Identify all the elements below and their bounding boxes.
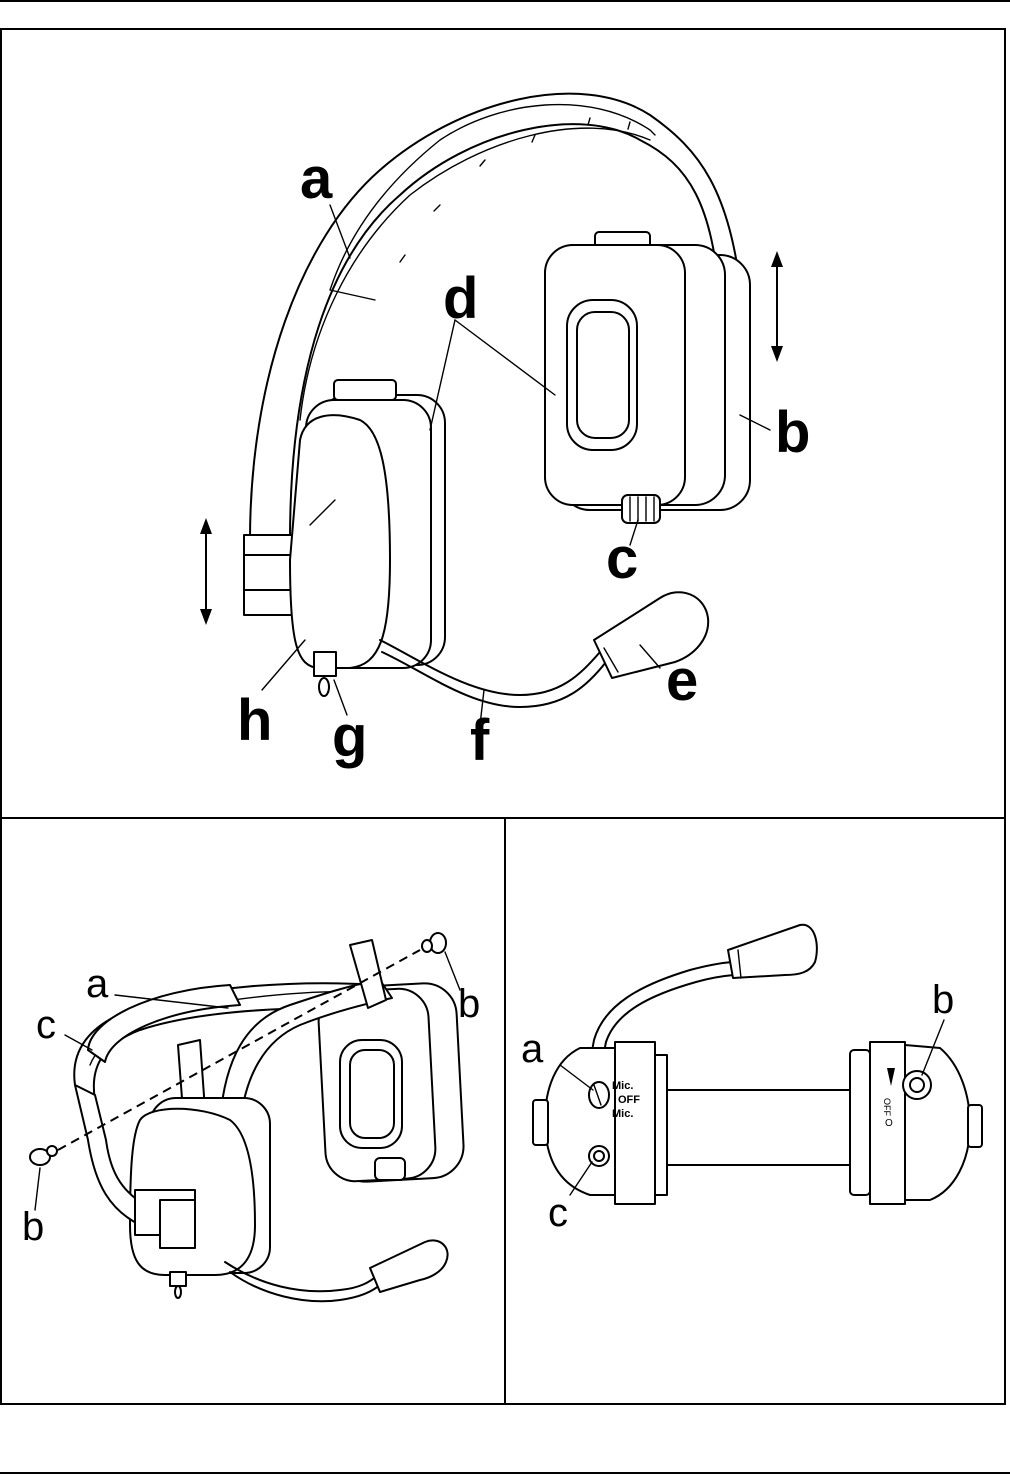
left-cup-bracket [334, 380, 396, 400]
fig3-left-side-button [533, 1100, 548, 1145]
fig2-label-b-left: b [22, 1205, 44, 1249]
fig2-microphone [370, 1240, 448, 1292]
figure-1-headset: a d b c e h g f [200, 94, 810, 773]
left-slider-clip [244, 535, 296, 615]
fig3-label-a: a [521, 1027, 544, 1071]
left-earcup-shell-h [290, 415, 390, 668]
fig3-right-cushion-edge [850, 1050, 870, 1195]
fig3-right-o: O [885, 1118, 893, 1129]
fig2-right-ear-opening-inner [350, 1050, 394, 1138]
fig2-label-c: c [36, 1003, 56, 1047]
fig3-microphone [728, 925, 817, 978]
fig2-volume-knob [375, 1158, 405, 1180]
label-h: h [237, 688, 272, 753]
figure-2-headband-assembly: a c b b [22, 933, 480, 1301]
fig3-right-earcup-shell [905, 1045, 970, 1200]
label-f: f [470, 708, 490, 773]
figure-3-front-view: Mic. OFF Mic. OFF O a b c [521, 925, 982, 1235]
label-e: e [666, 648, 698, 713]
vertical-adjust-arrow-right [771, 251, 783, 362]
mic-switch-g[interactable] [314, 652, 336, 676]
fig3-label-c: c [548, 1191, 568, 1235]
screw-b-right [422, 933, 446, 953]
label-c: c [606, 526, 638, 591]
label-b: b [775, 400, 810, 465]
fig3-switch-off: OFF [618, 1094, 640, 1106]
label-a: a [300, 146, 333, 211]
fig3-mic-switch-a[interactable] [589, 1082, 609, 1108]
fig3-headband [660, 1090, 850, 1165]
fig3-right-off: OFF [882, 1098, 892, 1116]
fig3-right-side-button [968, 1105, 982, 1147]
fig2-slider-tab [160, 1200, 195, 1248]
fig3-left-cushion [615, 1042, 655, 1204]
fig3-switch-mic-top: Mic. [612, 1080, 633, 1092]
fig2-label-a: a [86, 962, 109, 1006]
fig3-left-earcup-shell [545, 1048, 615, 1195]
right-ear-opening-inner [577, 312, 629, 438]
screw-b-left [30, 1146, 57, 1165]
label-d: d [443, 266, 478, 331]
fig3-left-cushion-edge [655, 1055, 667, 1195]
vertical-adjust-arrow-left [200, 518, 212, 625]
fig3-switch-mic-bottom: Mic. [612, 1108, 633, 1120]
fig2-label-b-right: b [458, 982, 480, 1026]
label-g: g [332, 704, 367, 769]
fig3-label-b: b [932, 978, 954, 1022]
